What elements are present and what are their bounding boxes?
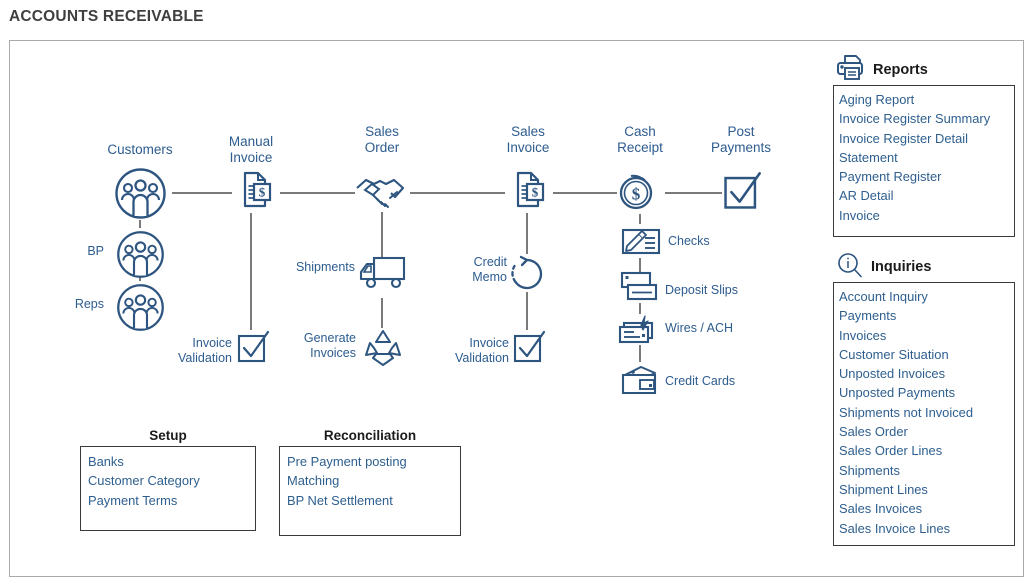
- reports-panel-header: Reports: [833, 55, 1015, 85]
- invoice-document-icon[interactable]: $: [505, 167, 551, 213]
- people-circle-icon[interactable]: [115, 229, 166, 280]
- list-item[interactable]: Invoices: [839, 327, 887, 343]
- node-label-sales-invoice: Sales Invoice: [506, 124, 550, 155]
- list-item[interactable]: Payment Register: [839, 169, 942, 185]
- circular-arrow-icon[interactable]: [508, 255, 546, 293]
- inquiries-list: Account Inquiry Payments Invoices Custom…: [833, 282, 1015, 546]
- checkbox-check-icon[interactable]: [722, 171, 762, 211]
- reconciliation-box-title: Reconciliation: [323, 428, 417, 443]
- list-item[interactable]: Shipments not Invoiced: [839, 404, 973, 420]
- svg-text:$: $: [532, 185, 539, 200]
- recycle-icon[interactable]: [362, 327, 404, 369]
- list-item[interactable]: Invoice Register Summary: [839, 111, 991, 127]
- list-item[interactable]: Sales Invoices: [839, 501, 923, 517]
- node-label-cash-receipt: Cash Receipt: [617, 124, 663, 155]
- node-label-checks: Checks: [668, 234, 710, 248]
- node-label-invoice-validation-sales: Invoice Validation: [455, 336, 509, 365]
- node-label-post-payments: Post Payments: [710, 124, 772, 155]
- list-item[interactable]: Unposted Invoices: [839, 366, 946, 382]
- list-item[interactable]: AR Detail: [839, 188, 894, 204]
- node-label-sales-order: Sales Order: [364, 124, 400, 155]
- setup-list: Banks Customer Category Payment Terms: [80, 446, 256, 531]
- reconciliation-list: Pre Payment posting Matching BP Net Sett…: [279, 446, 461, 536]
- check-pen-icon[interactable]: [618, 222, 664, 260]
- people-circle-icon[interactable]: [115, 282, 166, 333]
- list-item[interactable]: Invoice Register Detail: [839, 130, 968, 146]
- list-item[interactable]: Banks: [88, 454, 124, 469]
- reports-panel: Reports Aging Report Invoice Register Su…: [833, 55, 1015, 237]
- list-item[interactable]: Sales Order Lines: [839, 443, 943, 459]
- list-item[interactable]: Payments: [839, 308, 897, 324]
- node-label-bp: BP: [87, 244, 104, 258]
- list-item[interactable]: Account Inquiry: [839, 289, 928, 304]
- invoice-document-icon[interactable]: $: [232, 167, 278, 213]
- setup-box-title: Setup: [149, 428, 187, 443]
- reports-list: Aging Report Invoice Register Summary In…: [833, 85, 1015, 237]
- list-item[interactable]: Customer Category: [88, 473, 200, 489]
- reconciliation-box: Reconciliation Pre Payment posting Match…: [279, 428, 461, 536]
- node-label-credit-cards: Credit Cards: [665, 374, 736, 388]
- checkbox-check-icon[interactable]: [236, 330, 270, 364]
- people-circle-icon[interactable]: [113, 166, 168, 221]
- list-item[interactable]: BP Net Settlement: [287, 492, 393, 508]
- wallet-card-icon[interactable]: [618, 362, 664, 400]
- svg-text:$: $: [632, 185, 641, 204]
- node-label-reps: Reps: [74, 297, 104, 311]
- list-item[interactable]: Sales Invoice Lines: [839, 520, 951, 536]
- list-item[interactable]: Statement: [839, 149, 898, 165]
- svg-text:$: $: [259, 185, 266, 200]
- node-label-invoice-validation-manual: Invoice Validation: [178, 336, 232, 365]
- page-title: ACCOUNTS RECEIVABLE: [9, 8, 204, 25]
- node-label-generate-invoices: Generate Invoices: [303, 331, 356, 360]
- wire-transfer-icon[interactable]: [616, 312, 664, 348]
- node-label-deposit-slips: Deposit Slips: [665, 283, 738, 297]
- list-item[interactable]: Shipment Lines: [839, 481, 928, 497]
- magnifier-info-icon: [836, 251, 864, 284]
- list-item[interactable]: Customer Situation: [839, 346, 949, 362]
- list-item[interactable]: Unposted Payments: [839, 385, 956, 401]
- list-item[interactable]: Invoice: [839, 207, 880, 223]
- inquiries-panel: Inquiries Account Inquiry Payments Invoi…: [833, 252, 1015, 546]
- truck-icon[interactable]: [357, 253, 409, 293]
- node-label-manual-invoice: Manual Invoice: [228, 134, 274, 165]
- list-item[interactable]: Pre Payment posting: [287, 454, 407, 469]
- printer-icon: [836, 54, 866, 86]
- list-item[interactable]: Aging Report: [839, 92, 915, 107]
- handshake-icon[interactable]: [353, 169, 411, 213]
- list-item[interactable]: Shipments: [839, 462, 900, 478]
- inquiries-panel-title: Inquiries: [871, 259, 932, 275]
- coin-dollar-icon[interactable]: $: [615, 168, 665, 216]
- checkbox-check-icon[interactable]: [512, 330, 546, 364]
- node-label-wires-ach: Wires / ACH: [665, 321, 734, 335]
- list-item[interactable]: Payment Terms: [88, 492, 178, 508]
- node-label-shipments: Shipments: [295, 260, 355, 274]
- node-label-customers: Customers: [107, 142, 173, 157]
- setup-box: Setup Banks Customer Category Payment Te…: [80, 428, 256, 531]
- deposit-slip-icon[interactable]: [618, 270, 664, 306]
- list-item[interactable]: Sales Order: [839, 424, 908, 440]
- node-label-credit-memo: Credit Memo: [472, 255, 507, 284]
- inquiries-panel-header: Inquiries: [833, 252, 1015, 282]
- list-item[interactable]: Matching: [287, 473, 340, 489]
- reports-panel-title: Reports: [873, 62, 928, 78]
